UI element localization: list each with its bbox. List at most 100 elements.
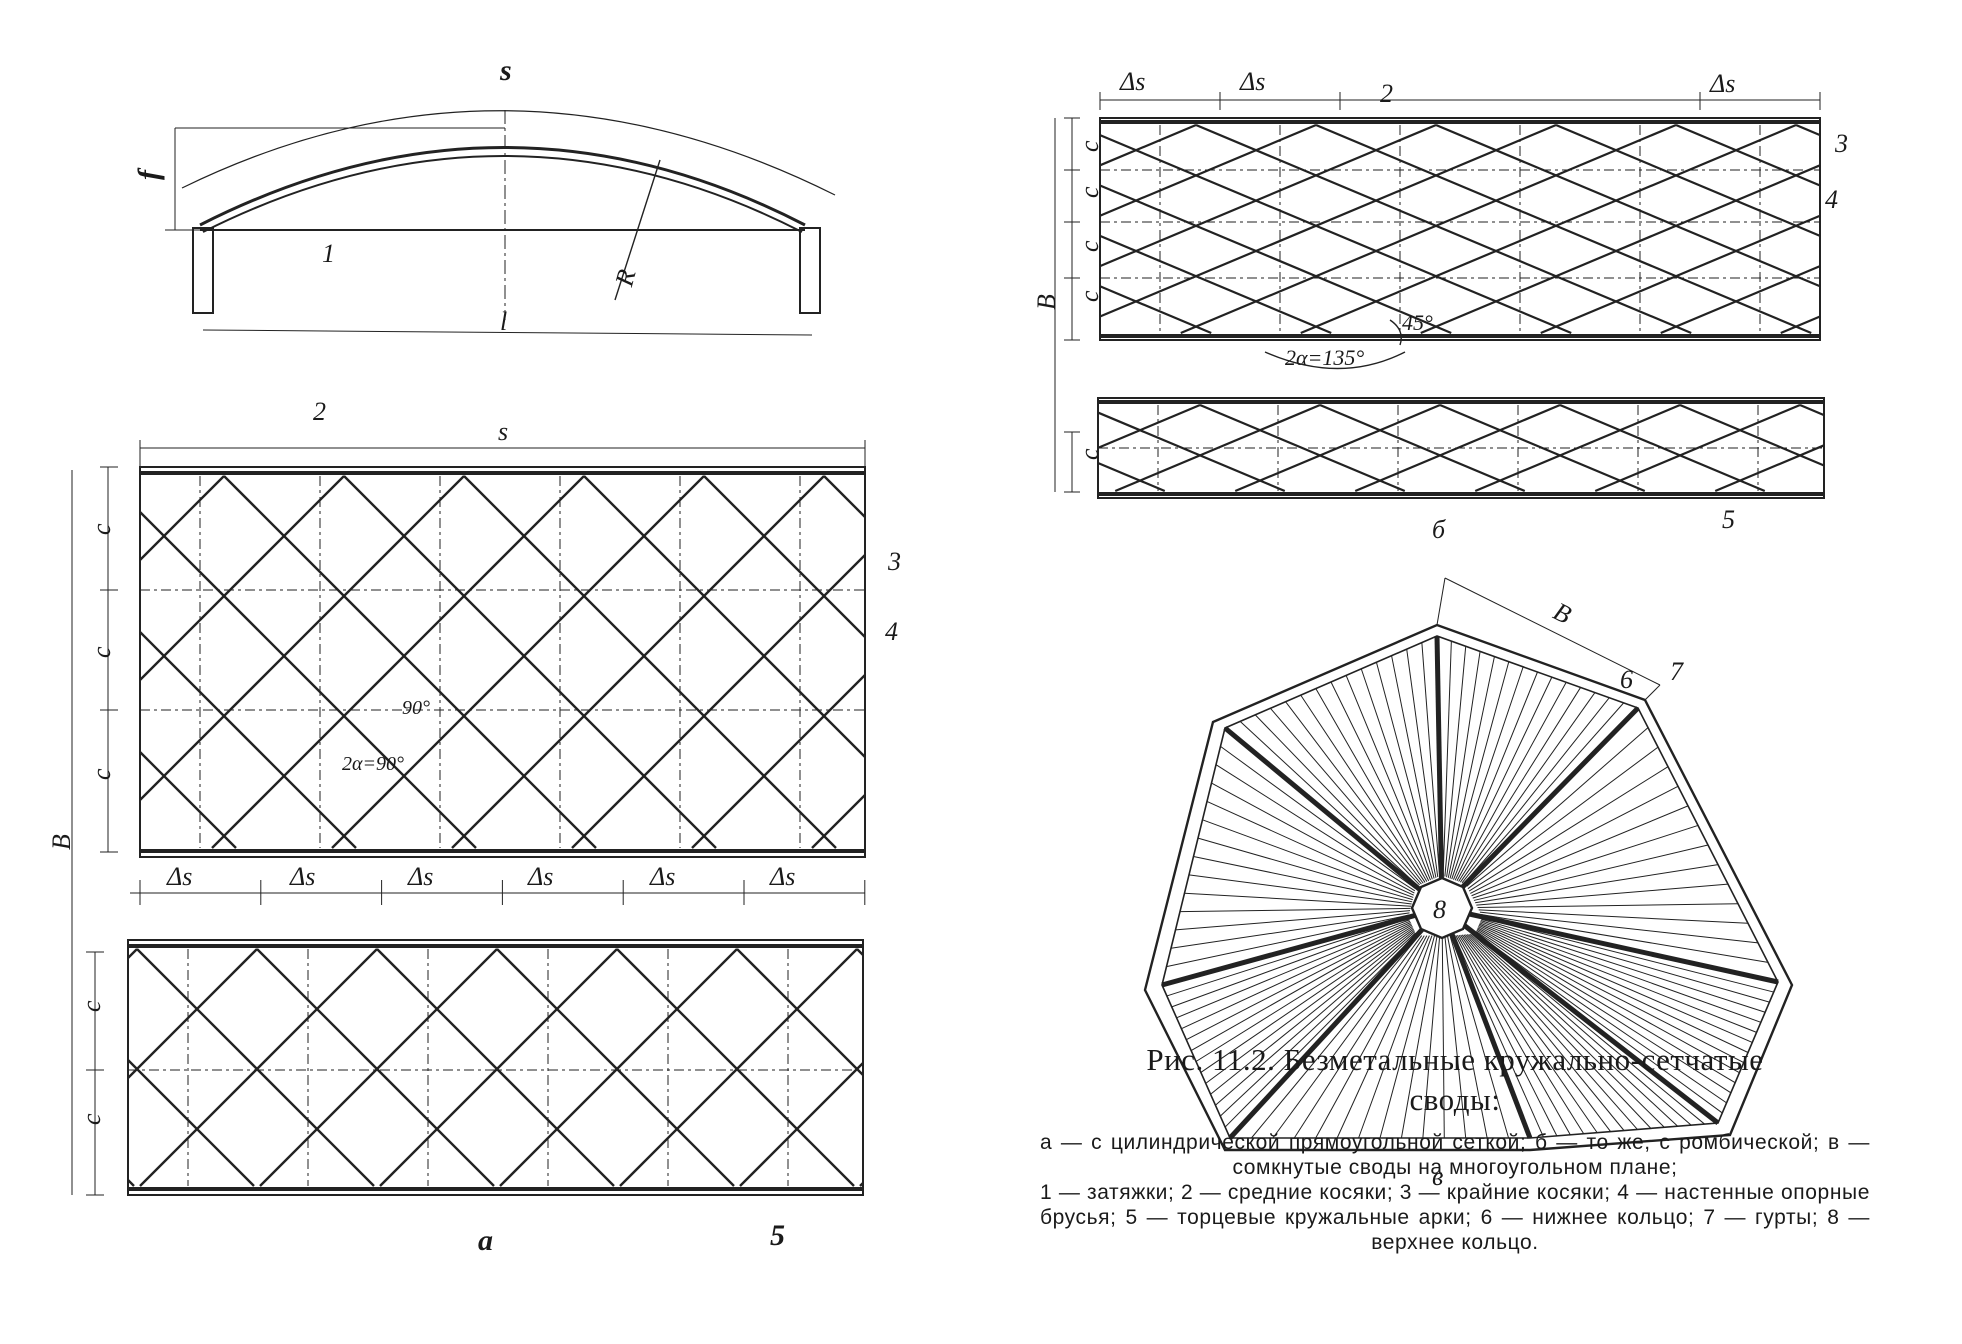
panel-b-rhombic-grid (1054, 92, 1825, 499)
grid-bar (1456, 682, 1567, 882)
grid-bar (1223, 726, 1444, 910)
arc-label-R: R (609, 266, 641, 290)
panel-a-label-ds4: Δs (527, 862, 553, 891)
grid-bar (1406, 649, 1439, 878)
grid-bar (1444, 935, 1467, 1139)
grid-bar (1251, 935, 1420, 1139)
grid-bar (703, 475, 866, 638)
grid-bar (1197, 837, 1413, 901)
panel-c-label-8: 8 (1433, 895, 1446, 924)
grid-bar (1463, 934, 1625, 1131)
grid-bar (1210, 929, 1415, 1095)
grid-bar (1559, 403, 1766, 493)
grid-bar (1099, 184, 1452, 335)
grid-bar (1675, 123, 1821, 187)
panel-b-label-2: 2 (1380, 79, 1393, 108)
grid-bar (1468, 766, 1669, 892)
grid-bar (139, 475, 465, 801)
grid-bar (376, 948, 615, 1187)
grid-bar (1478, 924, 1749, 1053)
right-support (799, 227, 821, 314)
grid-bar (343, 475, 717, 849)
grid-bar (139, 511, 477, 849)
panel-a-label-s: s (498, 417, 508, 446)
grid-bar (139, 751, 237, 849)
grid-bar (1795, 123, 1821, 137)
panel-a-label-3: 3 (887, 547, 901, 576)
grid-bar (1473, 933, 1705, 1125)
grid-bar (1714, 444, 1825, 493)
grid-bar (1467, 746, 1659, 890)
grid-bar (1099, 123, 1557, 318)
panel-a-angle-90: 90° (402, 697, 430, 719)
grid-bar (583, 475, 866, 758)
grid-bar (1228, 906, 1444, 1140)
arc-label-s: s (499, 54, 512, 87)
grid-bar (1476, 929, 1732, 1094)
grid-bar (823, 475, 866, 518)
panel-c-letter: в (1432, 1162, 1443, 1191)
grid-bar (1219, 932, 1416, 1117)
panel-b-lower-diagonal-bars (1097, 403, 1825, 493)
grid-bar (1478, 909, 1749, 924)
panel-a-label-c5: c (77, 1113, 106, 1125)
radius-line (614, 159, 661, 301)
grid-bar (1459, 692, 1596, 883)
grid-bar (1460, 934, 1598, 1133)
panel-b-label-4: 4 (1825, 185, 1838, 214)
grid-bar (619, 948, 858, 1187)
grid-bar (139, 475, 345, 681)
grid-bar (1434, 635, 1445, 909)
grid-bar (1451, 666, 1524, 880)
grid-bar (1447, 656, 1495, 878)
grid-bar (1476, 928, 1736, 1084)
grid-bar (1463, 702, 1625, 884)
grid-bar (1211, 782, 1415, 894)
grid-bar (811, 794, 866, 849)
arc-label-l: l (500, 307, 507, 336)
grid-bar (1471, 805, 1689, 897)
grid-bar (1400, 935, 1438, 1139)
grid-bar (127, 948, 138, 959)
panel-a-label-B: B (47, 834, 76, 850)
grid-bar (1315, 935, 1428, 1139)
grid-bar (1594, 403, 1801, 493)
panel-a-label-2: 2 (313, 397, 326, 426)
grid-bar (1475, 930, 1727, 1104)
grid-bar (1170, 912, 1410, 949)
grid-bar (691, 674, 866, 849)
grid-bar (1099, 134, 1572, 335)
grid-bar (1285, 701, 1424, 884)
grid-bar (1200, 927, 1414, 1073)
panel-b-label-c3: c (1075, 240, 1104, 252)
grid-bar (1441, 935, 1445, 1139)
grid-bar (1475, 864, 1719, 904)
grid-bar (1358, 935, 1433, 1139)
caption-title-line1: Рис. 11.2. Безметальные кружально-сетчат… (1146, 1042, 1764, 1077)
grid-bar (1099, 285, 1212, 335)
grid-bar (1449, 661, 1510, 879)
grid-bar (1446, 651, 1481, 878)
panel-a-upper-frame (139, 466, 866, 858)
grid-bar (1330, 681, 1430, 882)
grid-bar (1679, 403, 1825, 467)
grid-bar (1099, 123, 1197, 167)
grid-bar (1097, 403, 1201, 449)
grid-bar (736, 948, 864, 1076)
grid-bar (1239, 721, 1419, 886)
grid-bar (1097, 411, 1286, 493)
grid-bar (259, 948, 498, 1187)
grid-bar (463, 475, 837, 849)
panel-c-label-7: 7 (1670, 657, 1684, 686)
grid-bar (1660, 265, 1821, 335)
panel-b-label-B: B (1032, 294, 1061, 310)
grid-bar (499, 948, 738, 1187)
grid-bar (1473, 844, 1709, 901)
grid-bar (1435, 123, 1821, 288)
grid-bar (1181, 922, 1411, 1030)
grid-bar (1315, 123, 1812, 335)
grid-bar (211, 475, 585, 849)
grid-bar (1272, 935, 1423, 1139)
grid-bar (139, 475, 225, 561)
grid-bar (379, 948, 618, 1187)
